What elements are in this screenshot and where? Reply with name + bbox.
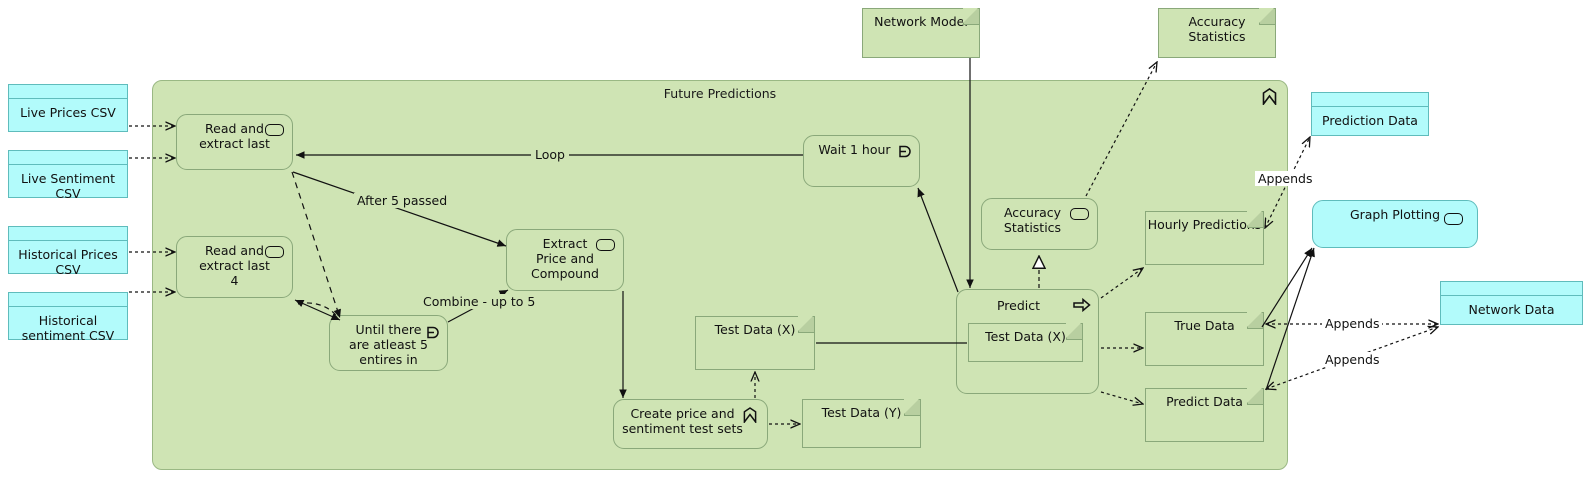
chevron-up-icon xyxy=(1262,88,1277,107)
test-data-x[interactable]: Test Data (X) xyxy=(695,316,815,370)
loop-node-icon xyxy=(898,145,911,158)
wait-1-hour[interactable]: Wait 1 hour xyxy=(803,135,920,187)
true-data-label: True Data xyxy=(1174,318,1235,333)
historical-sentiment-csv-label: Historical sentiment CSV xyxy=(21,313,115,343)
edge-label-loop: Loop xyxy=(531,147,569,162)
historical-prices-csv[interactable]: Historical Prices CSV xyxy=(8,226,128,277)
arrow-right-icon xyxy=(1073,297,1091,313)
class-header-band xyxy=(9,227,127,241)
graph-plotting[interactable]: Graph Plotting xyxy=(1312,200,1478,248)
historical-prices-csv-label: Historical Prices CSV xyxy=(18,247,118,277)
edge-label-appends-1: Appends xyxy=(1255,171,1316,186)
wait-1-hour-label: Wait 1 hour xyxy=(818,142,891,157)
activity-icon xyxy=(265,124,284,136)
prediction-data[interactable]: Prediction Data xyxy=(1311,92,1429,136)
edge-label-combine-up-to-5: Combine - up to 5 xyxy=(420,294,539,309)
dog-ear-fold xyxy=(1247,388,1263,405)
edge-label-after-5-passed: After 5 passed xyxy=(354,193,451,208)
activity-icon xyxy=(1444,213,1463,225)
test-data-y-label: Test Data (Y) xyxy=(821,405,902,420)
loop-node-icon xyxy=(426,326,439,339)
accuracy-statistics-inner[interactable]: Accuracy Statistics xyxy=(981,198,1098,250)
accuracy-statistics-artifact-label: Accuracy Statistics xyxy=(1188,14,1246,44)
accuracy-statistics-artifact[interactable]: Accuracy Statistics xyxy=(1158,8,1276,58)
test-data-y[interactable]: Test Data (Y) xyxy=(802,399,921,448)
network-data-label: Network Data xyxy=(1468,302,1555,317)
extract-price-compound-label: Extract Price and Compound xyxy=(531,236,599,281)
live-sentiment-csv-label: Live Sentiment CSV xyxy=(20,171,116,201)
edge-label-appends-3: Appends xyxy=(1322,352,1383,367)
network-data[interactable]: Network Data xyxy=(1440,281,1583,325)
extract-price-compound[interactable]: Extract Price and Compound xyxy=(506,229,624,291)
dog-ear-fold xyxy=(1066,323,1082,340)
class-header-band xyxy=(9,151,127,165)
predict-data-label: Predict Data xyxy=(1166,394,1243,409)
test-data-x-pin[interactable]: Test Data (X) xyxy=(968,323,1083,362)
predict-data[interactable]: Predict Data xyxy=(1145,388,1264,442)
until-atleast-5[interactable]: Until there are atleast 5 entires in xyxy=(329,315,448,371)
true-data[interactable]: True Data xyxy=(1145,312,1264,366)
dog-ear-fold xyxy=(904,399,920,416)
dog-ear-fold xyxy=(1247,312,1263,329)
activity-icon xyxy=(265,246,284,258)
hourly-predictions[interactable]: Hourly Predictions xyxy=(1145,211,1264,265)
dog-ear-fold xyxy=(963,8,979,25)
dog-ear-fold xyxy=(1259,8,1275,25)
read-extract-last[interactable]: Read and extract last xyxy=(176,114,293,170)
page-title: Future Predictions xyxy=(663,86,777,101)
live-prices-csv[interactable]: Live Prices CSV xyxy=(8,84,128,132)
hourly-predictions-label: Hourly Predictions xyxy=(1147,217,1262,232)
edge-label-appends-2: Appends xyxy=(1322,316,1383,331)
graph-plotting-label: Graph Plotting xyxy=(1349,207,1441,222)
class-header-band xyxy=(9,85,127,99)
read-extract-last-4-label: Read and extract last 4 xyxy=(199,243,270,288)
test-data-x-pin-label: Test Data (X) xyxy=(985,329,1066,344)
create-test-sets[interactable]: Create price and sentiment test sets xyxy=(613,399,768,449)
class-header-band xyxy=(1441,282,1582,296)
read-extract-last-4[interactable]: Read and extract last 4 xyxy=(176,236,293,298)
until-atleast-5-label: Until there are atleast 5 entires in xyxy=(349,322,428,367)
activity-icon xyxy=(596,239,615,251)
class-header-band xyxy=(1312,93,1428,107)
prediction-data-label: Prediction Data xyxy=(1322,113,1418,128)
live-prices-csv-label: Live Prices CSV xyxy=(20,105,116,120)
test-data-x-label: Test Data (X) xyxy=(714,322,796,337)
activity-icon xyxy=(1070,208,1089,220)
read-extract-last-label: Read and extract last xyxy=(199,121,270,151)
network-model[interactable]: Network Model xyxy=(862,8,980,58)
dog-ear-fold xyxy=(798,316,814,333)
network-model-label: Network Model xyxy=(874,14,968,29)
live-sentiment-csv[interactable]: Live Sentiment CSV xyxy=(8,150,128,201)
predict-label: Predict xyxy=(996,298,1041,313)
create-test-sets-label: Create price and sentiment test sets xyxy=(622,406,743,436)
historical-sentiment-csv[interactable]: Historical sentiment CSV xyxy=(8,292,128,343)
dog-ear-fold xyxy=(1247,211,1263,228)
chevron-up-icon xyxy=(742,407,757,425)
accuracy-statistics-inner-label: Accuracy Statistics xyxy=(1003,205,1062,235)
class-header-band xyxy=(9,293,127,307)
